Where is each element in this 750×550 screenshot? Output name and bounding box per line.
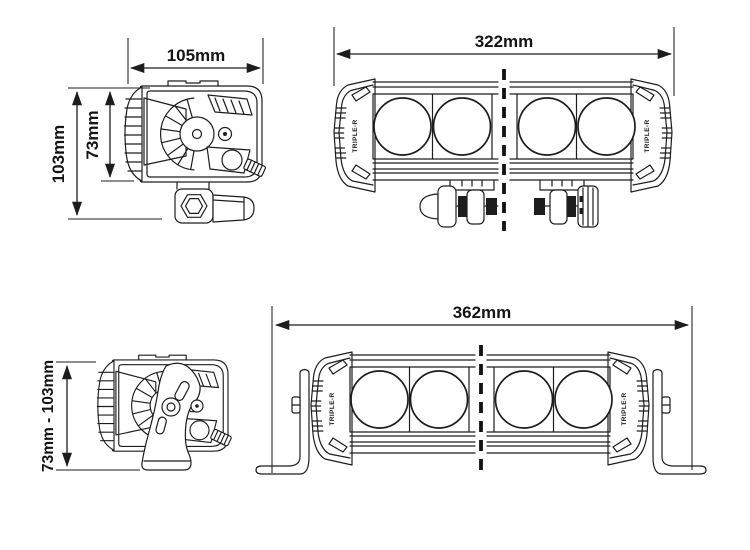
- front-view-bar-362: TRIPLE-R TRIPLE-R 362mm: [255, 303, 707, 475]
- dimension-362: 362mm: [271, 303, 693, 473]
- brand-logo-text: TRIPLE-R: [329, 392, 336, 425]
- mounting-bracket: [419, 179, 499, 228]
- dimension-103: 103mm: [49, 87, 162, 220]
- brand-logo-text: TRIPLE-R: [644, 119, 651, 152]
- clamp-arm: [212, 194, 255, 223]
- dimension-105: 105mm: [127, 38, 264, 84]
- vertical-bracket-arm: [141, 362, 201, 471]
- dim-label-73-103mm: 73mm - 103mm: [40, 360, 57, 472]
- end-bracket-left: [255, 368, 310, 475]
- dim-label-73mm: 73mm: [83, 110, 102, 159]
- side-view-vertical-bracket: 73mm - 103mm: [40, 354, 233, 472]
- front-view-bar-322: TRIPLE-R TRIPLE-R 322mm: [333, 27, 675, 231]
- hex-bolt-icon: [180, 194, 208, 218]
- dimension-73-103: 73mm - 103mm: [40, 360, 140, 472]
- end-bracket-right: [652, 368, 707, 475]
- dim-label-362mm: 362mm: [453, 303, 512, 322]
- cable-gland: [419, 193, 439, 220]
- dim-label-105mm: 105mm: [167, 46, 226, 65]
- brand-logo-text: TRIPLE-R: [352, 119, 359, 152]
- dim-label-103mm: 103mm: [49, 125, 68, 184]
- dim-label-322mm: 322mm: [475, 32, 534, 51]
- dimension-73: 73mm: [83, 90, 134, 182]
- dimension-322: 322mm: [333, 27, 675, 96]
- brand-logo-text: TRIPLE-R: [621, 392, 628, 425]
- pedestal-mount: [174, 182, 255, 224]
- light-unit-side-body: [123, 80, 267, 183]
- side-view-pedestal-mount: 105mm 103mm 73mm: [49, 38, 267, 224]
- mounting-bracket: [534, 179, 599, 228]
